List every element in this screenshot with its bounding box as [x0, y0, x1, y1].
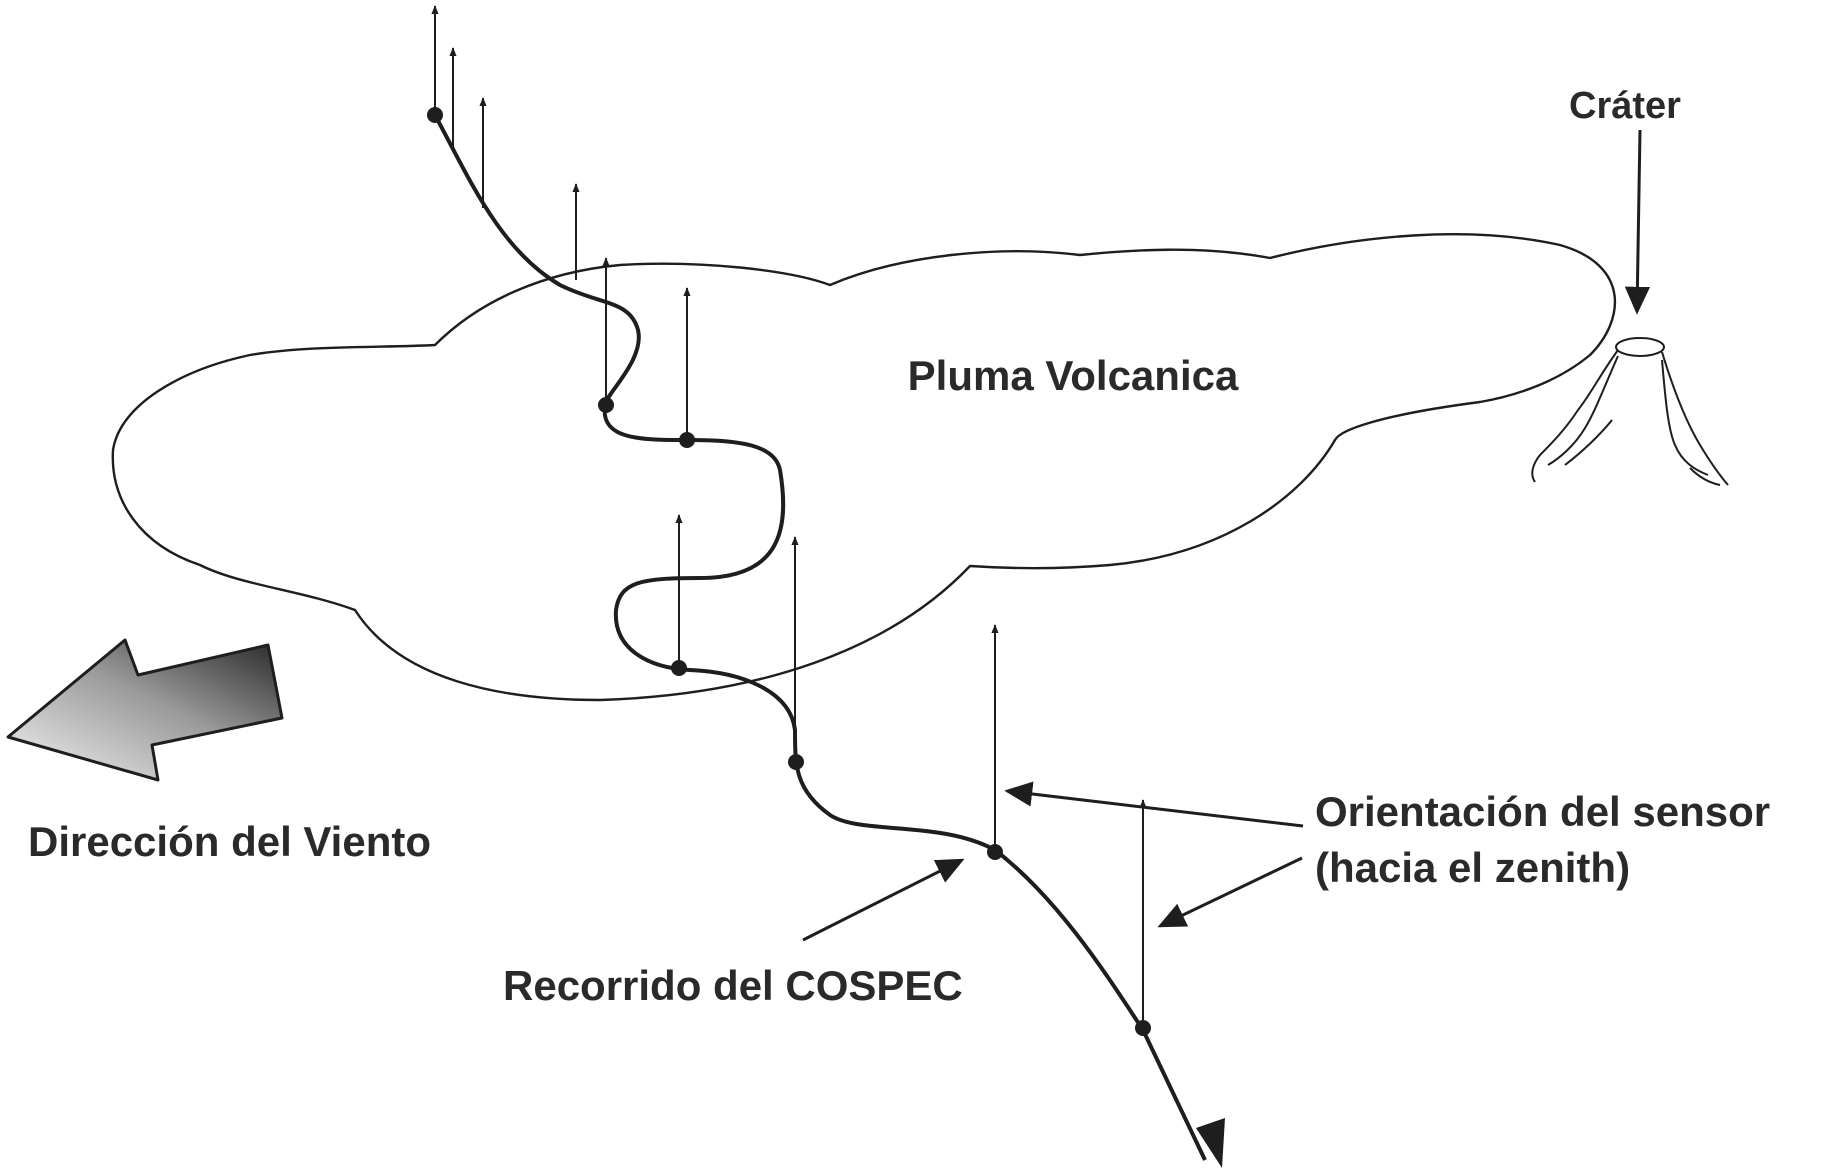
measurement-point — [788, 754, 804, 770]
path-end-arrowhead — [1196, 1118, 1225, 1168]
measurement-point — [671, 660, 687, 676]
plume-label: Pluma Volcanica — [908, 352, 1239, 399]
sensor-orientation-label-line2: (hacia el zenith) — [1315, 844, 1630, 891]
crater-label: Cráter — [1569, 85, 1681, 127]
cospec-path-label: Recorrido del COSPEC — [503, 962, 963, 1009]
measurement-points — [427, 107, 1151, 1036]
sensor-orientation-arrows — [431, 5, 1147, 1028]
cospec-pointer-arrow — [802, 858, 965, 942]
crater-icon — [1531, 337, 1729, 486]
measurement-point — [987, 844, 1003, 860]
measurement-point — [1135, 1020, 1151, 1036]
wind-direction-arrow — [6, 638, 284, 782]
wind-direction-label: Dirección del Viento — [28, 818, 431, 865]
measurement-point — [679, 432, 695, 448]
measurement-point — [598, 397, 614, 413]
sensor-pointer-arrow-lower — [1157, 856, 1303, 928]
measurement-point — [427, 107, 443, 123]
crater-pointer-arrow — [1624, 129, 1651, 315]
sensor-pointer-arrow-upper — [1004, 781, 1304, 828]
cospec-traverse-path — [433, 114, 1207, 1161]
volcanic-plume-outline — [111, 233, 1617, 702]
sensor-orientation-label-line1: Orientación del sensor — [1315, 788, 1770, 835]
